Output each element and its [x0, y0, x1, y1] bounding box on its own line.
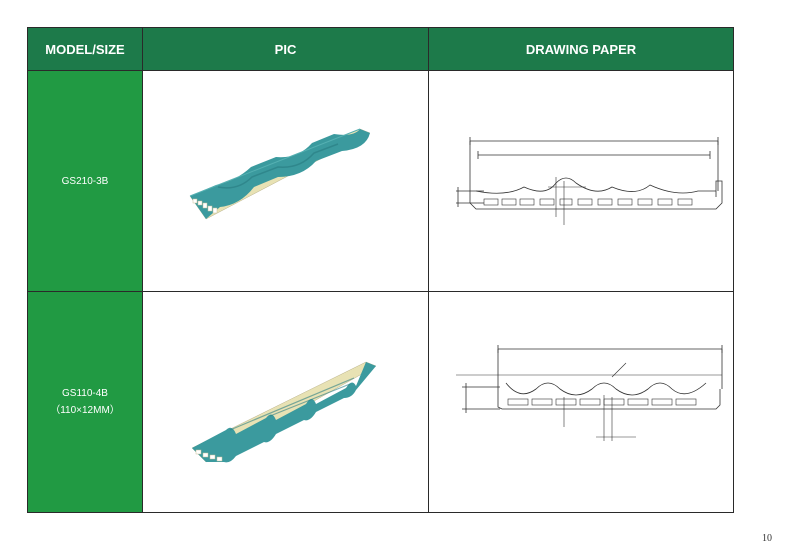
page-number: 10	[762, 533, 772, 544]
product-photo-cell	[142, 70, 429, 292]
model-size: （110×12MM）	[50, 405, 120, 416]
table-row: GS210-3B	[27, 70, 734, 292]
header-drawing-paper: DRAWING PAPER	[428, 27, 734, 71]
table-row: GS110-4B （110×12MM）	[27, 291, 734, 513]
header-pic: PIC	[142, 27, 429, 71]
model-name: GS210-3B	[61, 175, 109, 187]
model-name: GS110-4B	[62, 388, 108, 399]
panel-photo-gs110-4b	[191, 361, 377, 463]
cross-section-drawing-gs210-3b	[456, 137, 723, 225]
drawing-cell	[428, 70, 734, 292]
panel-photo-gs210-3b	[189, 128, 371, 220]
model-cell: GS210-3B	[27, 70, 143, 292]
model-cell: GS110-4B （110×12MM）	[27, 291, 143, 513]
product-photo-cell	[142, 291, 429, 513]
product-spec-table: MODEL/SIZE PIC DRAWING PAPER GS210-3B	[27, 27, 734, 513]
header-model-size: MODEL/SIZE	[27, 27, 143, 71]
drawing-cell	[428, 291, 734, 513]
cross-section-drawing-gs110-4b	[456, 345, 723, 441]
table-header-row: MODEL/SIZE PIC DRAWING PAPER	[27, 27, 734, 71]
